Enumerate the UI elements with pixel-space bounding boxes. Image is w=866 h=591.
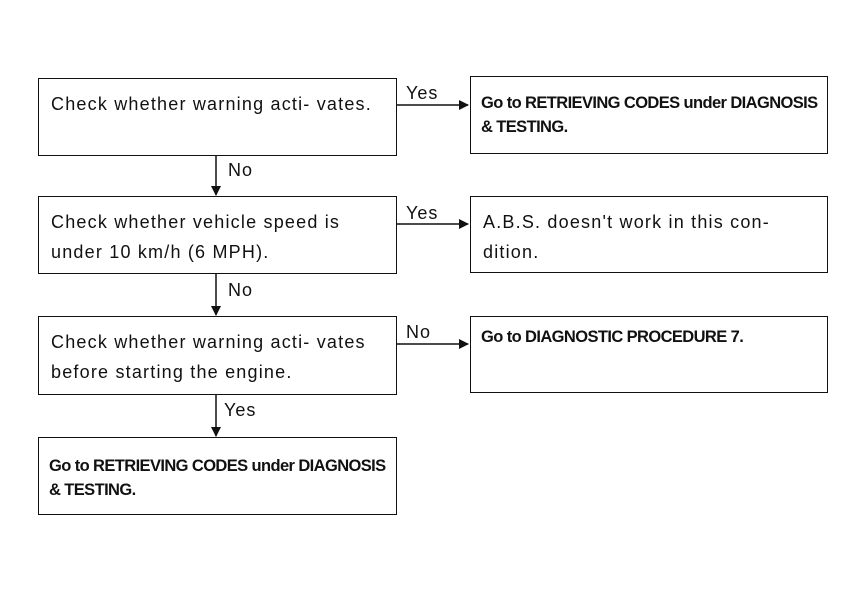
check-speed-text: Check whether vehicle speed is under 10 …: [51, 212, 341, 262]
retrieving-codes-text-2: Go to RETRIEVING CODES under DIAGNOSIS &…: [49, 457, 386, 499]
diag-procedure-7-box: Go to DIAGNOSTIC PROCEDURE 7.: [470, 316, 828, 393]
abs-no-work-box: A.B.S. doesn't work in this con- dition.: [470, 196, 828, 273]
label-no-1: No: [228, 160, 254, 180]
label-no-3: No: [406, 322, 432, 342]
retrieving-codes-text-1: Go to RETRIEVING CODES under DIAGNOSIS &…: [481, 94, 818, 136]
check-warning-text: Check whether warning acti- vates.: [51, 94, 372, 114]
check-speed-box: Check whether vehicle speed is under 10 …: [38, 196, 397, 274]
check-warning-box: Check whether warning acti- vates.: [38, 78, 397, 156]
abs-no-work-text: A.B.S. doesn't work in this con- dition.: [483, 212, 770, 262]
retrieving-codes-box-2: Go to RETRIEVING CODES under DIAGNOSIS &…: [38, 437, 397, 515]
check-before-start-text: Check whether warning acti- vates before…: [51, 332, 366, 382]
diag-procedure-7-text: Go to DIAGNOSTIC PROCEDURE 7.: [481, 328, 744, 346]
label-yes-2: Yes: [406, 203, 439, 223]
check-before-start-box: Check whether warning acti- vates before…: [38, 316, 397, 395]
retrieving-codes-box-1: Go to RETRIEVING CODES under DIAGNOSIS &…: [470, 76, 828, 154]
label-no-2: No: [228, 280, 254, 300]
label-yes-1: Yes: [406, 83, 439, 103]
label-yes-3: Yes: [224, 400, 257, 420]
